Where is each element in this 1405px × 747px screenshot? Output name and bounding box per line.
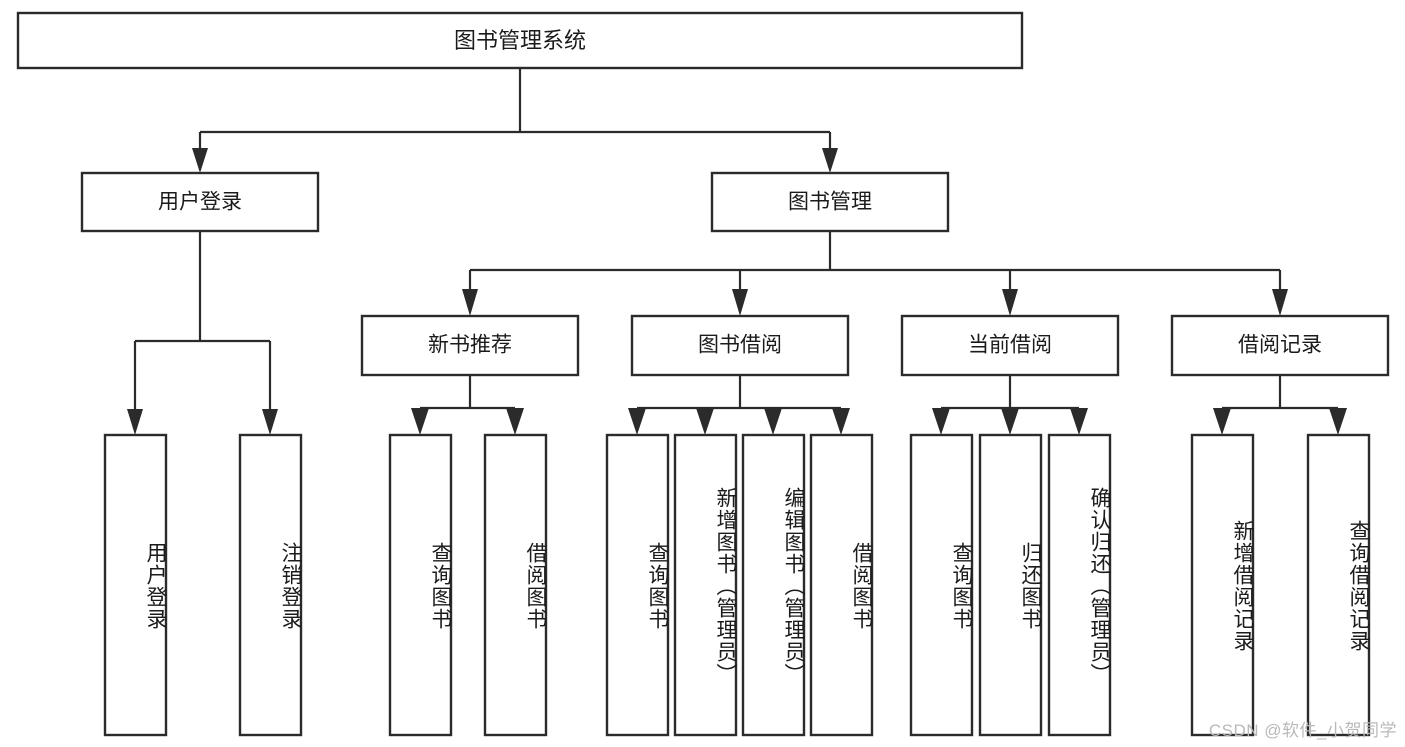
node-current-borrow[interactable]: 当前借阅 — [900, 314, 1120, 377]
connector-group — [127, 68, 1347, 435]
node-book-manage-label: 图书管理 — [788, 191, 872, 214]
arrow-head-cb-leaf-1 — [932, 408, 950, 435]
leaf-box-book-borrow-1[interactable] — [605, 433, 670, 737]
leaf-box-borrow-record-1[interactable] — [1190, 433, 1255, 737]
arrow-head-nbr-leaf-2 — [506, 408, 524, 435]
arrow-head-new-book-rec — [462, 289, 478, 316]
arrow-head-bb-leaf-3 — [764, 408, 782, 435]
arrow-head-book-borrow — [732, 289, 748, 316]
node-user-login[interactable]: 用户登录 — [80, 171, 320, 233]
leaf-box-user-login-2[interactable] — [238, 433, 303, 737]
node-new-book-rec-box[interactable] — [360, 314, 580, 377]
node-root[interactable]: 图书管理系统 — [16, 11, 1024, 70]
node-borrow-record-box[interactable] — [1170, 314, 1390, 377]
arrow-head-br-leaf-1 — [1213, 408, 1231, 435]
node-book-borrow-label: 图书借阅 — [698, 334, 782, 357]
node-new-book-rec-label: 新书推荐 — [428, 334, 512, 357]
node-book-manage-box[interactable] — [710, 171, 950, 233]
leaf-box-book-borrow-3[interactable] — [741, 433, 806, 737]
leaf-box-current-borrow-3[interactable] — [1047, 433, 1112, 737]
leaf-box-book-borrow-2[interactable] — [673, 433, 738, 737]
node-book-borrow[interactable]: 图书借阅 — [630, 314, 850, 377]
arrow-head-current-borrow — [1002, 289, 1018, 316]
node-book-borrow-box[interactable] — [630, 314, 850, 377]
arrow-head-user-login-leaf-2 — [262, 409, 278, 435]
arrow-head-nbr-leaf-1 — [411, 408, 429, 435]
leaf-box-user-login-1[interactable] — [103, 433, 168, 737]
node-user-login-box[interactable] — [80, 171, 320, 233]
node-current-borrow-label: 当前借阅 — [968, 334, 1052, 357]
arrow-head-book-manage — [822, 148, 838, 173]
arrow-head-user-login-leaf-1 — [127, 409, 143, 435]
arrow-head-bb-leaf-4 — [832, 408, 850, 435]
leaf-box-current-borrow-1[interactable] — [909, 433, 974, 737]
arrow-head-cb-leaf-3 — [1070, 408, 1088, 435]
leaf-box-book-borrow-4[interactable] — [809, 433, 874, 737]
node-user-login-label: 用户登录 — [158, 191, 242, 214]
arrow-head-cb-leaf-2 — [1001, 408, 1019, 435]
node-root-box[interactable] — [16, 11, 1024, 70]
csdn-watermark: CSDN @软件_小贺同学 — [1208, 721, 1397, 740]
leaf-box-new-book-rec-1[interactable] — [388, 433, 453, 737]
node-book-manage[interactable]: 图书管理 — [710, 171, 950, 233]
arrow-head-br-leaf-2 — [1329, 408, 1347, 435]
leaf-box-current-borrow-2[interactable] — [978, 433, 1043, 737]
arrow-head-bb-leaf-2 — [696, 408, 714, 435]
arrow-head-borrow-record — [1272, 289, 1288, 316]
node-root-label: 图书管理系统 — [454, 28, 586, 53]
leaf-box-borrow-record-2[interactable] — [1306, 433, 1371, 737]
node-current-borrow-box[interactable] — [900, 314, 1120, 377]
arrow-head-bb-leaf-1 — [628, 408, 646, 435]
node-borrow-record-label: 借阅记录 — [1238, 334, 1322, 357]
leaf-box-new-book-rec-2[interactable] — [483, 433, 548, 737]
arrow-head-user-login — [192, 148, 208, 173]
node-new-book-rec[interactable]: 新书推荐 — [360, 314, 580, 377]
node-borrow-record[interactable]: 借阅记录 — [1170, 314, 1390, 377]
